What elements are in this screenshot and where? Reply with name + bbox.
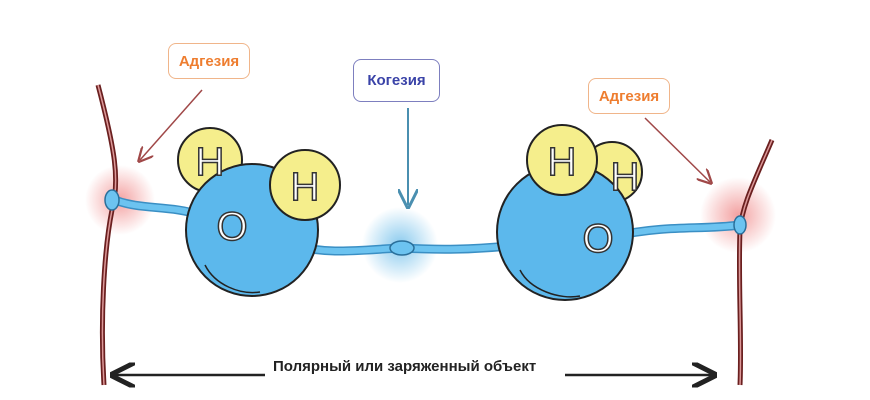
adhesion-label-left: Адгезия [168,43,250,79]
left-hand [104,189,120,211]
adhesion-glow-right [700,177,776,253]
adhesion-left-arrow [140,89,203,160]
oxygen-symbol: O [216,205,247,249]
hydrogen-atom [526,124,598,196]
adhesion-right-arrow [644,117,710,182]
hydrogen-atom [269,149,341,221]
right-hand [733,215,747,235]
polar-object-left-wall [95,84,119,386]
hydrogen-symbol: H [611,155,640,199]
adhesion-label-right: Адгезия [588,78,670,114]
hydrogen-symbol: H [291,165,320,209]
right-water-molecule [496,124,643,301]
hydrogen-symbol: H [196,140,225,184]
oxygen-symbol: O [582,217,613,261]
cohesion-label: Когезия [353,59,440,102]
polar-object-label: Полярный или заряженный объект [270,358,540,375]
left-water-molecule [177,127,341,297]
handshake [389,240,415,256]
hydrogen-symbol: H [548,140,577,184]
